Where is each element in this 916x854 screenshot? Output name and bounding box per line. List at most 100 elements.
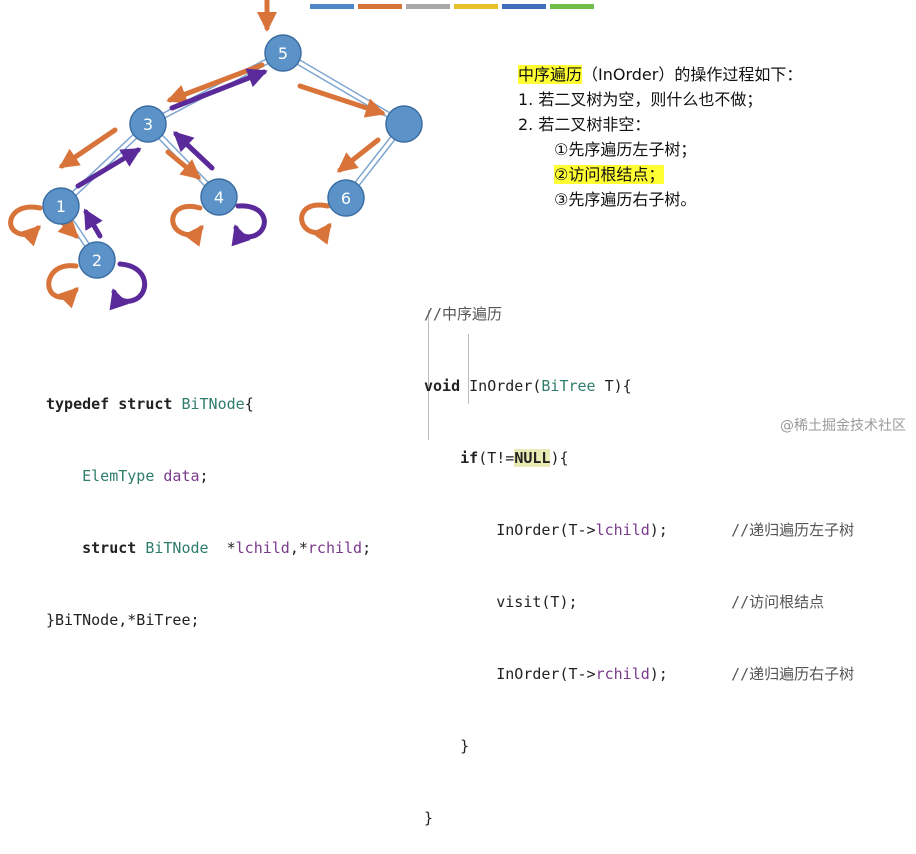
arrow-3-to-4 xyxy=(165,149,202,180)
node-circle xyxy=(200,178,238,216)
code-var: lchild xyxy=(595,521,650,539)
code-text: ,* xyxy=(289,539,308,557)
loop-2-right xyxy=(109,261,148,311)
sub-step-1: ①先序遍历左子树； xyxy=(554,140,697,159)
code-text: InOrder(T-> xyxy=(496,521,596,539)
tree-edge xyxy=(281,54,404,127)
tree-edge xyxy=(58,121,147,205)
tree-edge xyxy=(146,50,283,123)
code-keyword: typedef struct xyxy=(46,395,173,413)
code-text: T){ xyxy=(595,377,632,395)
tree-node-3: 3 xyxy=(129,105,167,143)
tree-node-4: 4 xyxy=(200,178,238,216)
struct-line-2: ElemType data; xyxy=(46,464,371,488)
arrow-5-to-3 xyxy=(166,62,265,104)
code-text: visit(T); xyxy=(496,593,578,611)
step-1: 1. 若二叉树为空，则什么也不做； xyxy=(518,90,763,109)
code-var: rchild xyxy=(595,665,650,683)
arrow-right-to-6 xyxy=(336,137,381,173)
node-circle xyxy=(385,105,423,143)
inorder-description: 中序遍历（InOrder）的操作过程如下： 1. 若二叉树为空，则什么也不做； … xyxy=(518,62,802,212)
code-type: BiTNode xyxy=(136,539,209,557)
arrow-1-up-to-3 xyxy=(75,147,142,189)
arrow-4-up-to-3 xyxy=(173,131,215,171)
loop-4-right xyxy=(231,203,267,247)
struct-line-3: struct BiTNode *lchild,*rchild; xyxy=(46,536,371,560)
code-var: rchild xyxy=(307,539,363,557)
struct-line-1: typedef struct BiTNode{ xyxy=(46,392,371,416)
code-call-right: InOrder(T->rchild); //递归遍历右子树 xyxy=(424,662,854,686)
code-text: * xyxy=(208,539,236,557)
code-if-line: if(T!=NULL){ xyxy=(424,446,854,470)
sub-step-2: ②访问根结点； xyxy=(518,162,802,187)
node-label: 4 xyxy=(214,188,224,207)
code-text: } xyxy=(460,737,470,755)
tree-node-1: 1 xyxy=(42,187,80,225)
sub-step-2-highlight: ②访问根结点； xyxy=(554,165,665,184)
title-highlight: 中序遍历 xyxy=(518,65,583,84)
traversal-arrows xyxy=(8,0,386,311)
title-rest: （InOrder）的操作过程如下： xyxy=(582,65,803,84)
loop-2-left xyxy=(46,263,79,309)
legend-bar-2 xyxy=(358,4,402,9)
code-comment: //递归遍历右子树 xyxy=(731,665,855,683)
code-text: ); xyxy=(649,665,668,683)
code-close-outer: } xyxy=(424,809,434,827)
code-comment-title: //中序遍历 xyxy=(424,305,503,323)
binary-tree-diagram: 5 3 1 4 6 2 xyxy=(8,0,423,311)
legend-bar-3 xyxy=(406,4,450,9)
legend-bar-6 xyxy=(550,4,594,9)
code-keyword: if xyxy=(460,449,479,467)
code-signature: void InOrder(BiTree T){ xyxy=(424,374,854,398)
code-text: InOrder(T-> xyxy=(496,665,596,683)
node-circle xyxy=(264,34,302,72)
struct-code-block: typedef struct BiTNode{ ElemType data; s… xyxy=(46,344,371,656)
loop-6-left xyxy=(299,202,332,245)
tree-node-5: 5 xyxy=(264,34,302,72)
description-title: 中序遍历（InOrder）的操作过程如下： xyxy=(518,62,802,87)
legend-bar-5 xyxy=(502,4,546,9)
node-label: 1 xyxy=(56,197,66,216)
step-2: 2. 若二叉树非空： xyxy=(518,115,651,134)
code-var: data xyxy=(154,467,200,485)
code-type: BiTNode xyxy=(172,395,245,413)
code-comment: //递归遍历左子树 xyxy=(731,521,855,539)
code-text: ; xyxy=(199,467,209,485)
struct-line-4: }BiTNode,*BiTree; xyxy=(46,611,200,629)
node-label: 6 xyxy=(341,189,351,208)
code-keyword: struct xyxy=(82,539,137,557)
code-close-inner: } xyxy=(424,734,854,758)
inorder-code-block: //中序遍历 void InOrder(BiTree T){ if(T!=NUL… xyxy=(424,254,854,854)
tree-node-6: 6 xyxy=(327,179,365,217)
arrow-2-up-to-1 xyxy=(83,208,103,239)
arrow-3-up-to-5 xyxy=(169,68,268,111)
indent-guide-outer xyxy=(428,310,429,440)
code-call-left: InOrder(T->lchild); //递归遍历左子树 xyxy=(424,518,854,542)
node-circle xyxy=(78,241,116,279)
code-text: ); xyxy=(649,521,668,539)
node-label: 2 xyxy=(92,251,102,270)
tree-node-unlabeled xyxy=(385,105,423,143)
watermark: @稀土掘金技术社区 xyxy=(780,418,906,434)
code-text: ){ xyxy=(550,449,569,467)
node-circle xyxy=(129,105,167,143)
tree-nodes: 5 3 1 4 6 2 xyxy=(42,34,423,279)
node-circle xyxy=(42,187,80,225)
code-var: lchild xyxy=(235,539,290,557)
code-text: InOrder( xyxy=(460,377,542,395)
code-type: BiTree xyxy=(541,377,596,395)
code-text: ; xyxy=(362,539,372,557)
node-label: 3 xyxy=(143,115,153,134)
arrow-5-to-right xyxy=(297,83,386,118)
code-text: (T!= xyxy=(478,449,515,467)
code-type: ElemType xyxy=(82,467,155,485)
indent-guide-inner xyxy=(468,334,469,404)
tree-node-2: 2 xyxy=(78,241,116,279)
code-comment: //访问根结点 xyxy=(731,593,825,611)
code-keyword: void xyxy=(424,377,461,395)
node-circle xyxy=(327,179,365,217)
legend-bar-1 xyxy=(310,4,354,9)
loop-1-left xyxy=(8,204,43,247)
loop-4-left xyxy=(170,203,204,247)
sub-step-3: ③先序遍历右子树。 xyxy=(554,190,697,209)
